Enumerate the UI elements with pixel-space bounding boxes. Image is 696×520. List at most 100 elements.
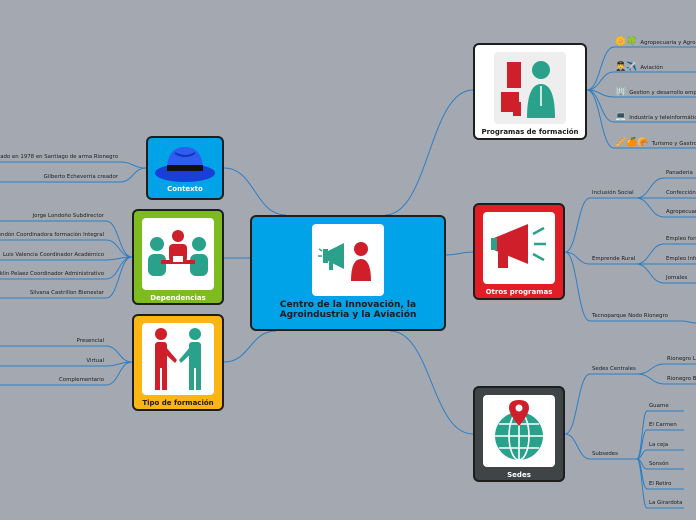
connector-otros-1-0 — [635, 243, 665, 265]
connector-dependencias-item-4 — [105, 256, 133, 299]
tipo-item[interactable]: Virtual — [86, 358, 104, 364]
megaphone-person-icon — [318, 242, 371, 281]
program-icon: 🥖🍊🥐 — [615, 138, 649, 148]
dependencias-item-text: Alba Rendón Coordinadora formación Integ… — [0, 232, 104, 238]
dependencias-item[interactable]: Silvana Castrillon Bienestar — [30, 290, 104, 296]
sedes-item[interactable]: La Girardota — [649, 500, 682, 506]
tipo-item-text: Virtual — [86, 358, 104, 364]
central-topic[interactable]: Centro de la Innovación, la Agroindustri… — [250, 215, 446, 331]
programa-item[interactable]: 🥖🍊🥐Turismo y Gastronomía — [615, 139, 696, 148]
contexto-item[interactable]: Gilberto Echeverria creador — [43, 174, 118, 180]
otros-item[interactable]: Panaderia — [666, 170, 693, 176]
program-icon: 🌼🍀 — [615, 37, 638, 47]
programa-item[interactable]: 🌼🍀Agropecuaria y Agroindustria — [615, 38, 696, 47]
otros-item[interactable]: Jornales — [666, 275, 688, 281]
dependencias-item[interactable]: Jorge Londoño Subdirector — [32, 213, 104, 219]
connector-sedes-0-1 — [636, 373, 666, 385]
connector-sedes-1-0 — [636, 410, 648, 460]
programa-item-text: Agropecuaria y Agroindustria — [640, 40, 696, 46]
otros-item-text: Confección — [666, 190, 696, 196]
globe-pin-icon — [495, 400, 543, 461]
tipo-item-text: Complementario — [59, 377, 104, 383]
dependencias-item[interactable]: Luis Valencia Coordinador Académico — [3, 252, 104, 258]
programa-item[interactable]: 🏢Gestion y desarrollo empresarial — [615, 88, 696, 97]
connector-otros-0-2 — [635, 197, 665, 218]
connector-otros-2-0 — [681, 320, 696, 324]
sedes-item-text: El Retiro — [649, 481, 672, 487]
topic-programas-formacion[interactable]: Programas de formación — [473, 43, 587, 140]
program-icon: 👨‍✈️✈️ — [615, 62, 638, 72]
programa-item-text: Gestion y desarrollo empresarial — [629, 90, 696, 96]
program-icon: 💻 — [615, 112, 627, 122]
sedes-group-text: Sedes Centrales — [592, 366, 636, 372]
otros-item[interactable]: Empleo Informal — [666, 256, 696, 262]
connector-tipo-item-2 — [105, 361, 133, 386]
connector-otros-1-2 — [635, 263, 665, 284]
otros-group[interactable]: Tecnoparque Nodo Rionegro — [592, 313, 668, 319]
contexto-image — [153, 141, 217, 185]
sedes-item-text: Sonsón — [649, 461, 669, 467]
sedes-item[interactable]: Rionegro Barro Blanco — [667, 376, 696, 382]
connector-programa-4 — [586, 89, 615, 149]
sedes-item[interactable]: Rionegro Llanogrande — [667, 356, 696, 362]
tipo-item[interactable]: Presencial — [76, 338, 104, 344]
otros-item[interactable]: Empleo formal — [666, 236, 696, 242]
topic-sedes[interactable]: Sedes — [473, 386, 565, 482]
sedes-item-text: La ceja — [649, 442, 669, 448]
programa-item[interactable]: 💻Industria y teleinformática — [615, 113, 696, 122]
dependencias-item[interactable]: Franklin Pelaez Coordinador Administrati… — [0, 271, 104, 277]
connector-sedes-0-0 — [636, 363, 666, 375]
otros-item-text: Empleo Informal — [666, 256, 696, 262]
sedes-group[interactable]: Sedes Centrales — [592, 366, 636, 372]
connector-tipo — [223, 330, 277, 363]
otros-group[interactable]: Emprende Rural — [592, 256, 635, 262]
sedes-item[interactable]: El Carmen — [649, 422, 677, 428]
contexto-item-text: Gilberto Echeverria creador — [43, 174, 118, 180]
sedes-item[interactable]: El Retiro — [649, 481, 672, 487]
programa-item[interactable]: 👨‍✈️✈️Aviación — [615, 63, 663, 72]
programas-image — [494, 52, 566, 124]
tipo-title: Tipo de formación — [142, 399, 214, 407]
dependencias-item[interactable]: Alba Rendón Coordinadora formación Integ… — [0, 232, 104, 238]
otros-group[interactable]: Inclusión Social — [592, 190, 634, 196]
otros-item-text: Panaderia — [666, 170, 693, 176]
otros-item[interactable]: Confección — [666, 190, 696, 196]
tipo-item[interactable]: Complementario — [59, 377, 104, 383]
training-icon — [501, 61, 555, 118]
connector-programa-1 — [586, 71, 615, 91]
sedes-image — [483, 395, 555, 467]
contexto-item[interactable]: Fundado en 1978 en Santiago de arma Rion… — [0, 154, 118, 160]
dependencias-item-text: Franklin Pelaez Coordinador Administrati… — [0, 271, 104, 277]
sedes-item-text: Rionegro Llanogrande — [667, 356, 696, 362]
programa-item-text: Industria y teleinformática — [629, 115, 696, 121]
sedes-item[interactable]: Guarne — [649, 403, 669, 409]
sedes-group[interactable]: Subsedes — [592, 451, 618, 457]
otros-item[interactable]: Agropecuaria — [666, 209, 696, 215]
tipo-image — [142, 323, 214, 395]
connector-sedes-1-1 — [636, 429, 648, 460]
sedes-group-text: Subsedes — [592, 451, 618, 457]
topic-contexto[interactable]: Contexto — [146, 136, 224, 200]
sedes-item[interactable]: Sonsón — [649, 461, 669, 467]
connector-programas — [384, 89, 474, 216]
programas-title: Programas de formación — [481, 128, 579, 136]
topic-otros-programas[interactable]: Otros programas — [473, 203, 565, 300]
topic-tipo-formacion[interactable]: Tipo de formación — [132, 314, 224, 411]
topic-dependencias[interactable]: Dependencias — [132, 209, 224, 305]
connector-sedes-group-0 — [564, 373, 591, 435]
otros-title: Otros programas — [485, 288, 553, 296]
dependencias-item-text: Jorge Londoño Subdirector — [32, 213, 104, 219]
connector-dependencias-item-1 — [105, 239, 133, 258]
handshake-icon — [155, 328, 201, 390]
connector-otros-group-1 — [564, 251, 591, 265]
sedes-item[interactable]: La ceja — [649, 442, 669, 448]
programa-item-text: Turismo y Gastronomía — [651, 141, 696, 147]
central-image — [312, 224, 384, 296]
tipo-item-text: Presencial — [76, 338, 104, 344]
otros-item-text: Jornales — [666, 275, 688, 281]
connector-dependencias-item-0 — [105, 220, 133, 258]
sedes-item-text: Rionegro Barro Blanco — [667, 376, 696, 382]
connector-otros — [445, 251, 474, 256]
sedes-item-text: Guarne — [649, 403, 669, 409]
